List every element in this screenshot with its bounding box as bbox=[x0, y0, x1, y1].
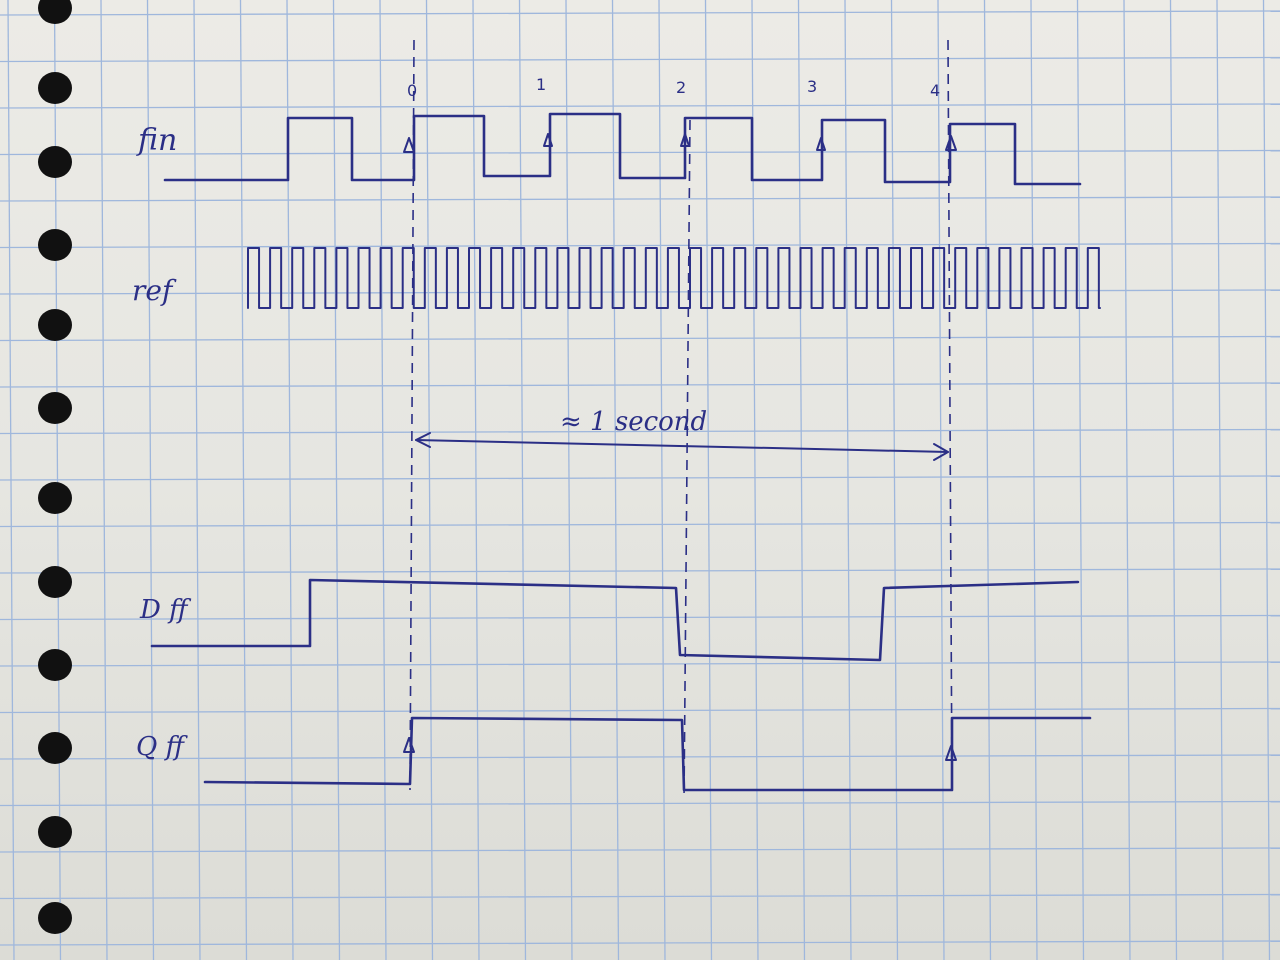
span-arrow-line bbox=[415, 439, 949, 453]
grid-line-horizontal bbox=[0, 521, 1280, 528]
arrow-up-icon bbox=[816, 137, 826, 151]
arrow-up-icon bbox=[945, 745, 957, 761]
grid-line-horizontal bbox=[0, 242, 1280, 249]
grid-line-vertical bbox=[1076, 0, 1085, 960]
grid-line-vertical bbox=[332, 0, 341, 960]
tick-label-3: 3 bbox=[807, 77, 817, 96]
grid-line-vertical bbox=[425, 0, 434, 960]
signal-label-d: D ff bbox=[139, 595, 192, 625]
signal-label-ref: ref bbox=[132, 274, 177, 307]
grid-line-horizontal bbox=[0, 10, 1280, 16]
grid-line-vertical bbox=[658, 0, 666, 960]
signal-label-fin: fin bbox=[136, 123, 177, 158]
span-arrowhead-right bbox=[933, 443, 949, 461]
grid-line-horizontal bbox=[0, 428, 1280, 435]
grid-line-horizontal bbox=[0, 382, 1280, 388]
grid-line-vertical bbox=[379, 0, 387, 960]
binder-hole bbox=[38, 229, 72, 261]
grid-line-vertical bbox=[518, 0, 527, 960]
grid-line-horizontal bbox=[0, 754, 1280, 760]
binder-holes bbox=[38, 0, 72, 934]
grid-line-vertical bbox=[1169, 0, 1178, 960]
grid-line-vertical bbox=[704, 0, 713, 960]
grid-line-vertical bbox=[1216, 0, 1224, 960]
grid-line-horizontal bbox=[0, 196, 1280, 202]
grid-line-vertical bbox=[611, 0, 620, 960]
grid-line-horizontal bbox=[0, 614, 1280, 621]
arrow-up-icon bbox=[680, 133, 690, 147]
binder-hole bbox=[38, 72, 72, 104]
waveform-fin bbox=[163, 112, 1082, 186]
marker-line-2 bbox=[683, 119, 691, 801]
grid-line-vertical bbox=[1030, 0, 1038, 960]
waveform-d bbox=[150, 578, 1080, 662]
grid-line-vertical bbox=[890, 0, 899, 960]
arrow-up-icon bbox=[403, 737, 415, 753]
binder-hole bbox=[38, 309, 72, 341]
grid-line-vertical bbox=[1262, 0, 1271, 960]
binder-hole bbox=[38, 0, 72, 24]
binder-hole bbox=[38, 566, 72, 598]
binder-hole bbox=[38, 482, 72, 514]
binder-hole bbox=[38, 649, 72, 681]
grid-line-vertical bbox=[844, 0, 852, 960]
grid-line-vertical bbox=[937, 0, 945, 960]
grid-line-horizontal bbox=[0, 893, 1280, 900]
binder-hole bbox=[38, 902, 72, 934]
grid-line-horizontal bbox=[0, 847, 1280, 853]
grid-line-vertical bbox=[239, 0, 248, 960]
grid-line-vertical bbox=[797, 0, 806, 960]
grid-line-horizontal bbox=[0, 800, 1280, 807]
grid-line-horizontal bbox=[0, 940, 1280, 946]
grid-line-vertical bbox=[1123, 0, 1131, 960]
tick-label-0: 0 bbox=[407, 81, 417, 100]
arrow-up-icon bbox=[543, 133, 553, 147]
grid-line-vertical bbox=[472, 0, 480, 960]
grid-line-horizontal bbox=[0, 56, 1280, 63]
span-label: ≈ 1 second bbox=[560, 407, 707, 437]
tick-label-2: 2 bbox=[676, 78, 686, 97]
tick-label-1: 1 bbox=[536, 75, 546, 94]
grid-line-horizontal bbox=[0, 475, 1280, 481]
grid-line-horizontal bbox=[0, 149, 1280, 156]
binder-hole bbox=[38, 392, 72, 424]
arrow-up-icon bbox=[403, 137, 415, 153]
span-arrowhead-left bbox=[415, 432, 431, 448]
arrow-up-icon bbox=[945, 135, 957, 151]
binder-hole bbox=[38, 146, 72, 178]
grid-line-horizontal bbox=[0, 568, 1280, 574]
binder-hole bbox=[38, 816, 72, 848]
binder-hole bbox=[38, 732, 72, 764]
signal-label-q: Q ff bbox=[136, 732, 189, 762]
grid-line-horizontal bbox=[0, 661, 1280, 667]
grid-line-horizontal bbox=[0, 103, 1280, 109]
marker-line-4 bbox=[947, 39, 953, 791]
grid-line-vertical bbox=[983, 0, 992, 960]
grid-line-vertical bbox=[565, 0, 573, 960]
waveform-ref bbox=[247, 247, 1101, 309]
grid-line-horizontal bbox=[0, 707, 1280, 714]
waveform-q bbox=[203, 716, 1092, 792]
tick-label-4: 4 bbox=[930, 81, 940, 100]
grid-line-horizontal bbox=[0, 335, 1280, 342]
